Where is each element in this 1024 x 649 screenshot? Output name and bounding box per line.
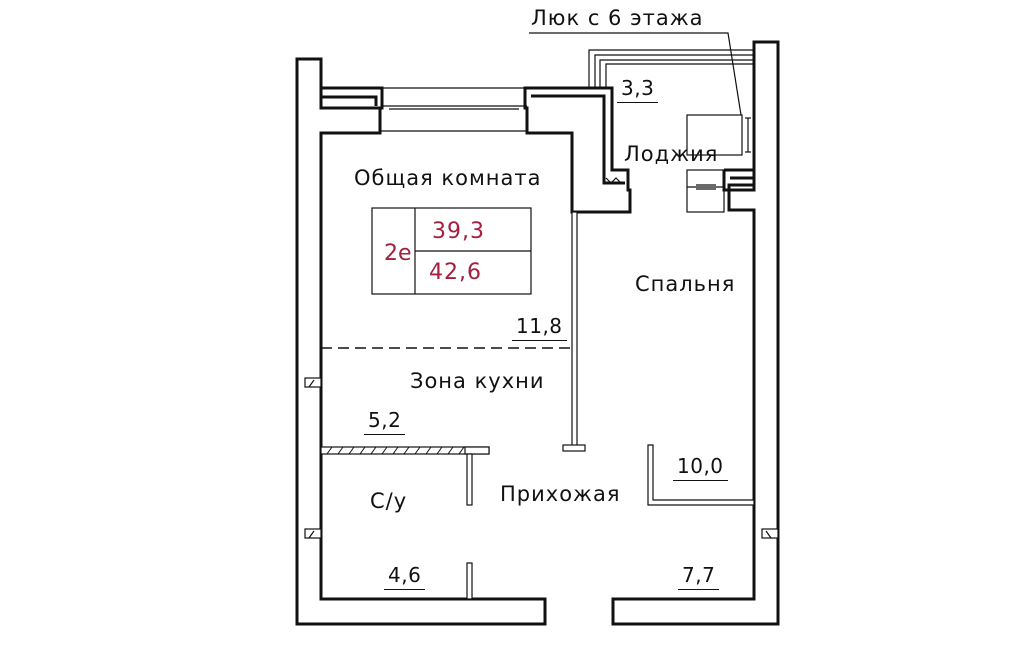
room-loggia-label: Лоджия	[624, 142, 719, 166]
room-bedroom-label: Спальня	[635, 272, 736, 296]
room-living-label: Общая комната	[354, 166, 542, 190]
room-kitchen-area: 5,2	[364, 408, 406, 435]
room-kitchen-label: Зона кухни	[410, 369, 545, 393]
apartment-type: 2е	[384, 241, 412, 266]
apartment-living-area: 39,3	[432, 219, 485, 244]
apartment-total-area: 42,6	[429, 260, 482, 285]
room-living-area: 11,8	[512, 314, 567, 341]
room-bedroom-area: 10,0	[673, 454, 728, 481]
room-bathroom-label: С/у	[370, 489, 408, 513]
room-hallway-area: 7,7	[678, 563, 720, 590]
hatch-note: Люк с 6 этажа	[531, 6, 704, 30]
room-bathroom-area: 4,6	[384, 563, 426, 590]
room-loggia-area: 3,3	[617, 76, 659, 103]
room-hallway-label: Прихожая	[500, 482, 621, 506]
